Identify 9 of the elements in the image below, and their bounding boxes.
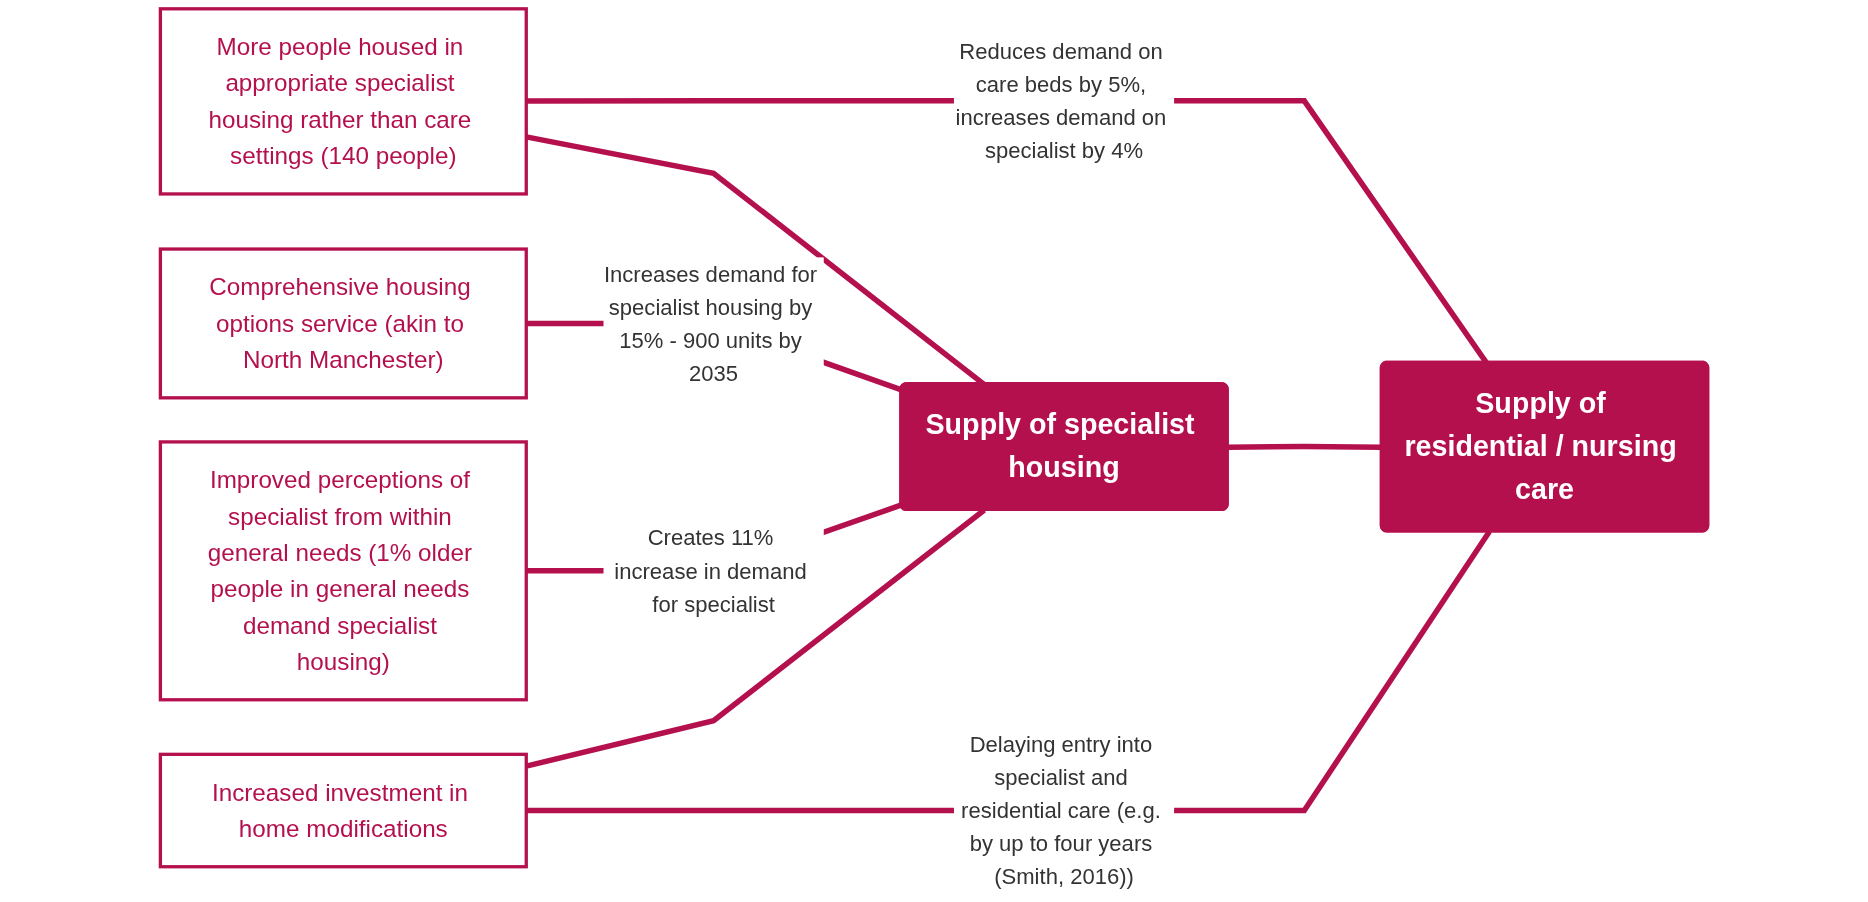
connector <box>1227 443 1382 450</box>
edge-label: Delaying entry into specialist and residential care (e.g. by up to four years (Smith, 2016)) <box>961 732 1161 889</box>
edge-label: Increases demand for specialist housing by 15% - 900 units by 2035 <box>603 261 818 386</box>
node-box: More people housed in appropriate specialist housing rather than care settings (140 people) <box>158 7 528 196</box>
node-box: Comprehensive housing options service (akin to North Manchester) <box>158 247 528 400</box>
edge-label: Creates 11% increase in demand for specialist <box>614 525 807 617</box>
edge-label: Reduces demand on care beds by 5%, increases demand on specialist by 4% <box>955 39 1167 163</box>
node-box: Improved perceptions of specialist from within general needs (1% older people in general needs demand specialist housing) <box>158 440 528 702</box>
node-box: Increased investment in home modifications <box>158 752 528 869</box>
